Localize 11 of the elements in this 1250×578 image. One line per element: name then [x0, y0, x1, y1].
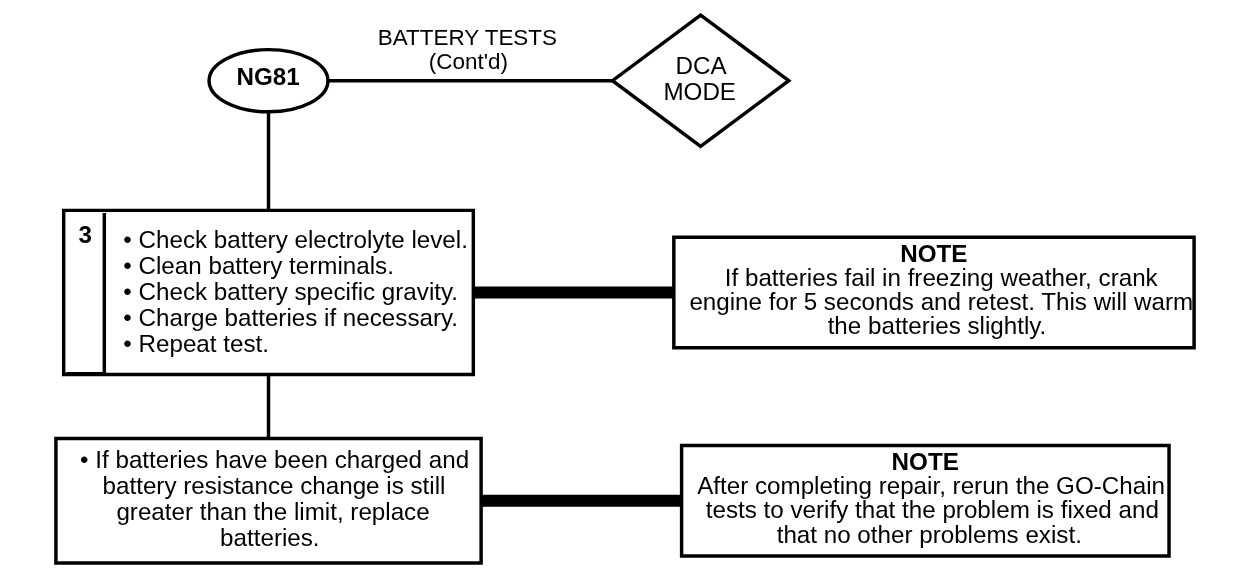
connector	[481, 494, 682, 507]
connector	[266, 111, 271, 211]
node-ellipse: NG81	[207, 47, 330, 114]
connector	[473, 286, 674, 299]
edge-label: BATTERY TESTS (Cont'd)	[377, 25, 558, 75]
node-box: • If batteries have been charged and battery resistance change is still greater than the limit, replace batteries.	[54, 436, 483, 565]
node-diamond: DCA MODE	[609, 12, 792, 149]
connector	[328, 79, 613, 83]
node-box: NOTE After completing repair, rerun the GO-Chain tests to verify that the problem is fixed and that no other problems exist.	[679, 443, 1171, 558]
node-box: NOTE If batteries fail in freezing weather, crank engine for 5 seconds and retest. This will warm the batteries slightly.	[672, 235, 1196, 350]
connector	[266, 375, 271, 439]
